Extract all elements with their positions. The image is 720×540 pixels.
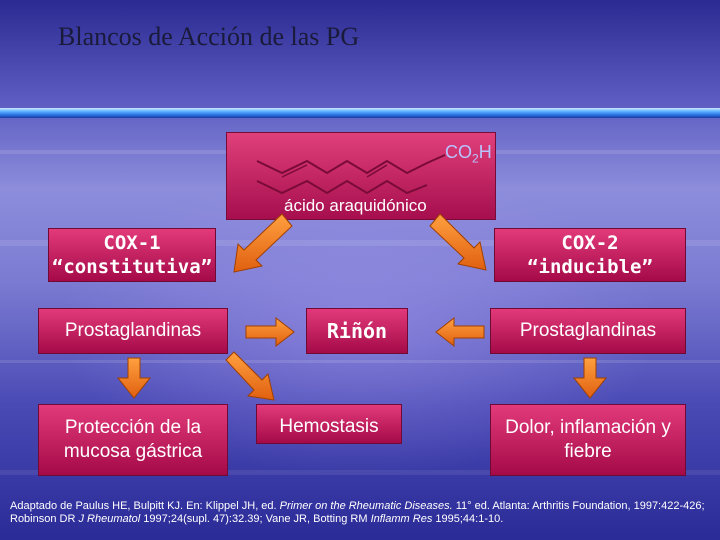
molecule-structure [256, 154, 446, 195]
proteccion-line1: Protección de la [64, 417, 202, 438]
molecule-label: ácido araquidónico [284, 196, 427, 215]
prostaglandinas-left-label: Prostaglandinas [64, 320, 202, 341]
dolor-line1: Dolor, inflamación y [505, 417, 671, 438]
proteccion-box: Protección de la mucosa gástrica [38, 404, 228, 476]
prostaglandinas-right-box: Prostaglandinas [490, 308, 686, 354]
cox2-title: COX-2 [561, 232, 619, 254]
hemostasis-box: Hemostasis [256, 404, 402, 444]
background-streak [0, 240, 720, 246]
hemostasis-label: Hemostasis [279, 416, 379, 437]
arrow-down-right [572, 357, 608, 399]
arrow-down-left [116, 357, 152, 399]
cox1-title: COX-1 [103, 232, 161, 254]
cox1-box: COX-1“constitutiva” [48, 228, 216, 282]
cox2-box: COX-2“inducible” [494, 228, 686, 282]
proteccion-line2: mucosa gástrica [63, 441, 203, 462]
molecule-panel [226, 132, 496, 220]
background-streak [0, 470, 720, 475]
background-streak [0, 360, 720, 363]
arrow-left-to-rinon [245, 316, 295, 348]
title-divider [0, 108, 720, 118]
dolor-box: Dolor, inflamación y fiebre [490, 404, 686, 476]
rinon-box: Riñón [306, 308, 408, 354]
molecule-formula: CO2H [445, 142, 492, 166]
slide-title: Blancos de Acción de las PG [58, 22, 360, 51]
cox2-subtitle: “inducible” [527, 256, 653, 278]
cox1-subtitle: “constitutiva” [51, 256, 213, 278]
arrow-to-cox1 [233, 213, 293, 273]
arrow-to-hemostasis [225, 351, 275, 401]
prostaglandinas-right-label: Prostaglandinas [519, 320, 657, 341]
dolor-line2: fiebre [564, 441, 612, 462]
arrow-right-to-rinon [435, 316, 485, 348]
arrow-to-cox2 [429, 213, 487, 271]
citation: Adaptado de Paulus HE, Bulpitt KJ. En: K… [10, 500, 705, 525]
prostaglandinas-left-box: Prostaglandinas [38, 308, 228, 354]
rinon-label: Riñón [326, 319, 388, 343]
